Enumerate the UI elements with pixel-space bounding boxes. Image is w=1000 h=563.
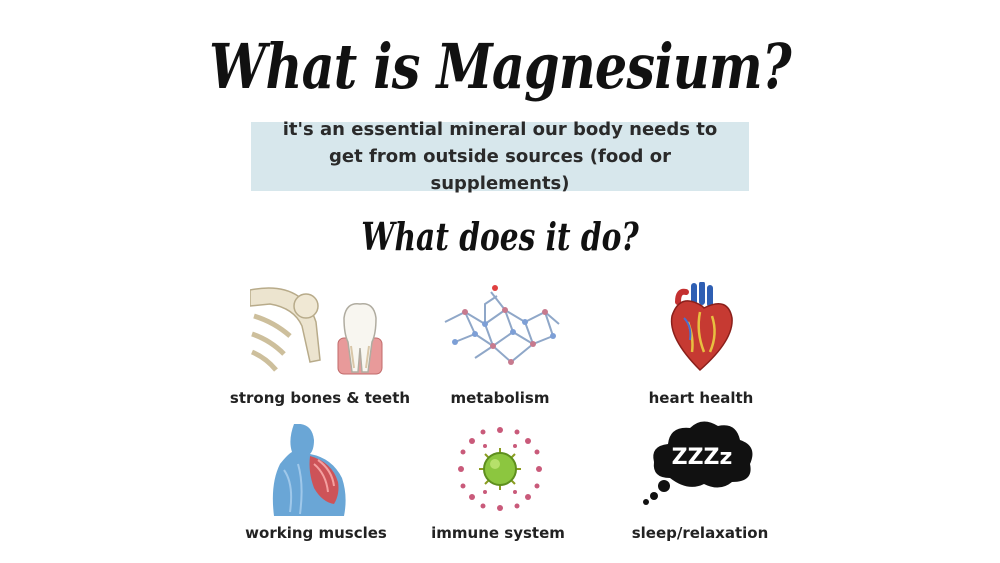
benefit-label: sleep/relaxation [631, 524, 769, 542]
subtitle-box: it's an essential mineral our body needs… [251, 119, 749, 194]
subheading: What does it do? [361, 214, 639, 259]
bones-teeth-icon [250, 282, 390, 377]
benefit-label: heart health [648, 389, 754, 407]
benefit-label: immune system [431, 524, 565, 542]
page-title: What is Magnesium? [209, 30, 791, 103]
sleep-cloud-text: ZZZz [672, 445, 733, 470]
sleep-cloud-icon: ZZZz [643, 421, 753, 505]
virus-icon [458, 427, 542, 511]
benefit-label: metabolism [450, 389, 550, 407]
benefit-label: working muscles [245, 524, 387, 542]
molecule-icon [444, 285, 560, 365]
muscles-icon [270, 424, 348, 516]
benefit-label: strong bones & teeth [229, 389, 411, 407]
subtitle-text: it's an essential mineral our body needs… [282, 119, 718, 194]
heart-icon [670, 282, 733, 372]
